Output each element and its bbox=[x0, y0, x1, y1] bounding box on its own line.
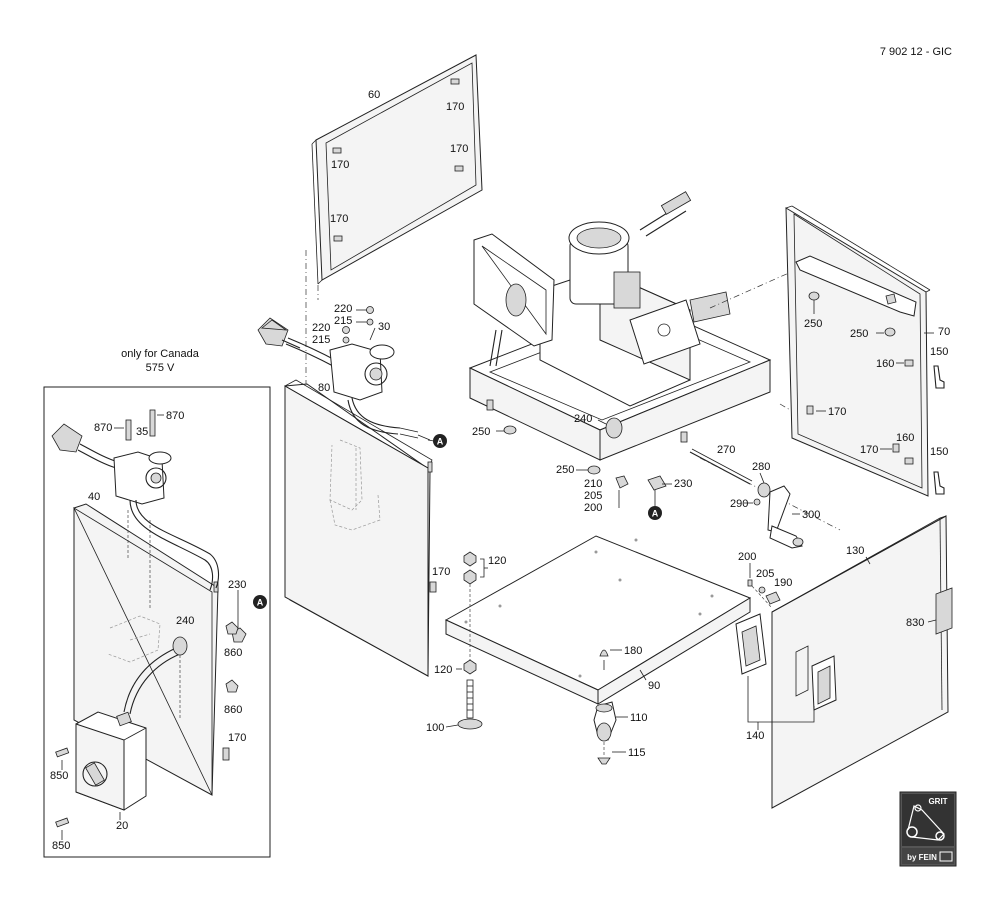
part-label-160: 160 bbox=[876, 358, 894, 370]
logo-top-text: GRIT bbox=[928, 797, 947, 806]
part-label-80: 80 bbox=[318, 382, 330, 394]
part-label-205: 205 bbox=[584, 490, 602, 502]
part-label-870: 870 bbox=[94, 422, 112, 434]
part-label-215: 215 bbox=[334, 315, 352, 327]
base-plate-90 bbox=[444, 535, 752, 705]
part-label-120: 120 bbox=[488, 555, 506, 567]
part-label-180: 180 bbox=[624, 645, 642, 657]
reference-marker-a: A bbox=[648, 490, 662, 520]
side-panel-70 bbox=[785, 205, 945, 497]
part-label-850: 850 bbox=[52, 840, 70, 852]
socket-assembly-30 bbox=[257, 306, 431, 441]
belt-grinder-logo-icon bbox=[906, 804, 945, 841]
grit-by-fein-logo: GRIT by FEIN bbox=[899, 791, 957, 867]
rear-panel-60 bbox=[311, 54, 483, 285]
part-label-40: 40 bbox=[88, 491, 100, 503]
castor-110 bbox=[593, 701, 617, 765]
part-label-90: 90 bbox=[648, 680, 660, 692]
part-label-170: 170 bbox=[446, 101, 464, 113]
part-label-220: 220 bbox=[312, 322, 330, 334]
part-label-140: 140 bbox=[746, 730, 764, 742]
inset-note-line1: only for Canada bbox=[121, 348, 200, 360]
part-label-120: 120 bbox=[434, 664, 452, 676]
part-label-130: 130 bbox=[846, 545, 864, 557]
side-panel-80 bbox=[284, 379, 433, 677]
part-label-215: 215 bbox=[312, 334, 330, 346]
part-label-280: 280 bbox=[752, 461, 770, 473]
part-label-860: 860 bbox=[224, 704, 242, 716]
part-label-250: 250 bbox=[850, 328, 868, 340]
nuts-120 bbox=[463, 551, 488, 675]
svg-text:A: A bbox=[437, 437, 444, 447]
part-label-170: 170 bbox=[860, 444, 878, 456]
part-label-210: 210 bbox=[584, 478, 602, 490]
tray-fasteners bbox=[503, 417, 667, 508]
part-label-100: 100 bbox=[426, 722, 444, 734]
part-label-240: 240 bbox=[176, 615, 194, 627]
levelling-foot-100 bbox=[457, 679, 483, 730]
part-label-200: 200 bbox=[584, 502, 602, 514]
part-label-160: 160 bbox=[896, 432, 914, 444]
svg-text:A: A bbox=[257, 598, 264, 608]
front-door-130 bbox=[735, 515, 953, 809]
screw-170 bbox=[429, 581, 437, 593]
part-label-70: 70 bbox=[938, 326, 950, 338]
part-label-205: 205 bbox=[756, 568, 774, 580]
part-label-290: 290 bbox=[730, 498, 748, 510]
inset-socket-35 bbox=[51, 409, 220, 591]
part-label-240: 240 bbox=[574, 413, 592, 425]
reference-marker-a: A bbox=[427, 434, 447, 448]
part-label-230: 230 bbox=[228, 579, 246, 591]
reference-marker-a: A bbox=[253, 595, 267, 609]
part-label-150: 150 bbox=[930, 346, 948, 358]
part-label-35: 35 bbox=[136, 426, 148, 438]
machine-tray-assembly bbox=[468, 191, 772, 461]
part-label-850: 850 bbox=[50, 770, 68, 782]
part-label-170: 170 bbox=[828, 406, 846, 418]
part-label-300: 300 bbox=[802, 509, 820, 521]
part-label-170: 170 bbox=[228, 732, 246, 744]
part-label-150: 150 bbox=[930, 446, 948, 458]
part-label-170: 170 bbox=[432, 566, 450, 578]
part-label-870: 870 bbox=[166, 410, 184, 422]
part-label-830: 830 bbox=[906, 617, 924, 629]
part-label-860: 860 bbox=[224, 647, 242, 659]
part-label-110: 110 bbox=[630, 712, 648, 724]
part-label-220: 220 bbox=[334, 303, 352, 315]
part-label-250: 250 bbox=[556, 464, 574, 476]
inset-switch-box-20 bbox=[55, 621, 247, 828]
part-label-20: 20 bbox=[116, 820, 128, 832]
part-label-250: 250 bbox=[804, 318, 822, 330]
part-label-170: 170 bbox=[450, 143, 468, 155]
part-label-190: 190 bbox=[774, 577, 792, 589]
part-label-30: 30 bbox=[378, 321, 390, 333]
spindle-and-crank bbox=[689, 448, 841, 549]
document-number: 7 902 12 - GIC bbox=[880, 46, 952, 58]
canada-inset-frame bbox=[43, 386, 271, 858]
part-label-170: 170 bbox=[331, 159, 349, 171]
inset-note-line2: 575 V bbox=[146, 362, 175, 374]
svg-text:A: A bbox=[652, 509, 659, 519]
logo-bottom-text: by FEIN bbox=[907, 853, 937, 862]
part-label-170: 170 bbox=[330, 213, 348, 225]
part-label-60: 60 bbox=[368, 89, 380, 101]
part-label-250: 250 bbox=[472, 426, 490, 438]
part-label-200: 200 bbox=[738, 551, 756, 563]
part-label-115: 115 bbox=[628, 747, 646, 759]
part-label-270: 270 bbox=[717, 444, 735, 456]
part-label-230: 230 bbox=[674, 478, 692, 490]
